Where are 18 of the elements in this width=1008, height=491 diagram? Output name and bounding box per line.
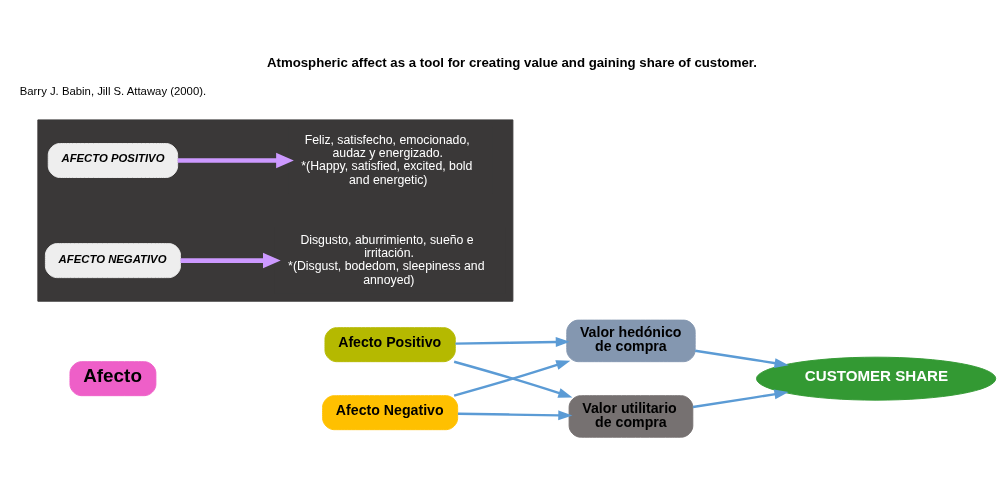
cluster	[37, 119, 514, 302]
node-box: AFECTO POSITIVO	[47, 143, 179, 178]
arrow	[455, 337, 570, 348]
node-box: Afecto	[69, 361, 157, 397]
arrow	[177, 152, 294, 169]
node-box: Valor hedónico de compra	[566, 319, 696, 363]
diagram-title: Atmospheric affect as a tool for creating value and gaining share of customer.	[266, 55, 757, 71]
node-box: Valor utilitario de compra	[568, 395, 694, 438]
label: Barry J. Babin, Jill S. Attaway (2000).	[19, 85, 207, 98]
arrow	[692, 389, 789, 409]
node-text: Feliz, satisfecho, emocionado, audaz y energizado. *(Happy, satisfied, excited, bold and energetic)	[301, 132, 473, 187]
arrow	[180, 252, 281, 269]
node-box: Afecto Negativo	[322, 395, 459, 431]
arrow	[457, 410, 573, 421]
arrow	[695, 349, 789, 368]
node-text: Disgusto, aburrimiento, sueño e irritación. *(Disgust, bodedom, sleepiness and annoyed)	[288, 232, 485, 287]
node-box: Afecto Positivo	[324, 327, 456, 363]
node-box: AFECTO NEGATIVO	[44, 243, 181, 279]
